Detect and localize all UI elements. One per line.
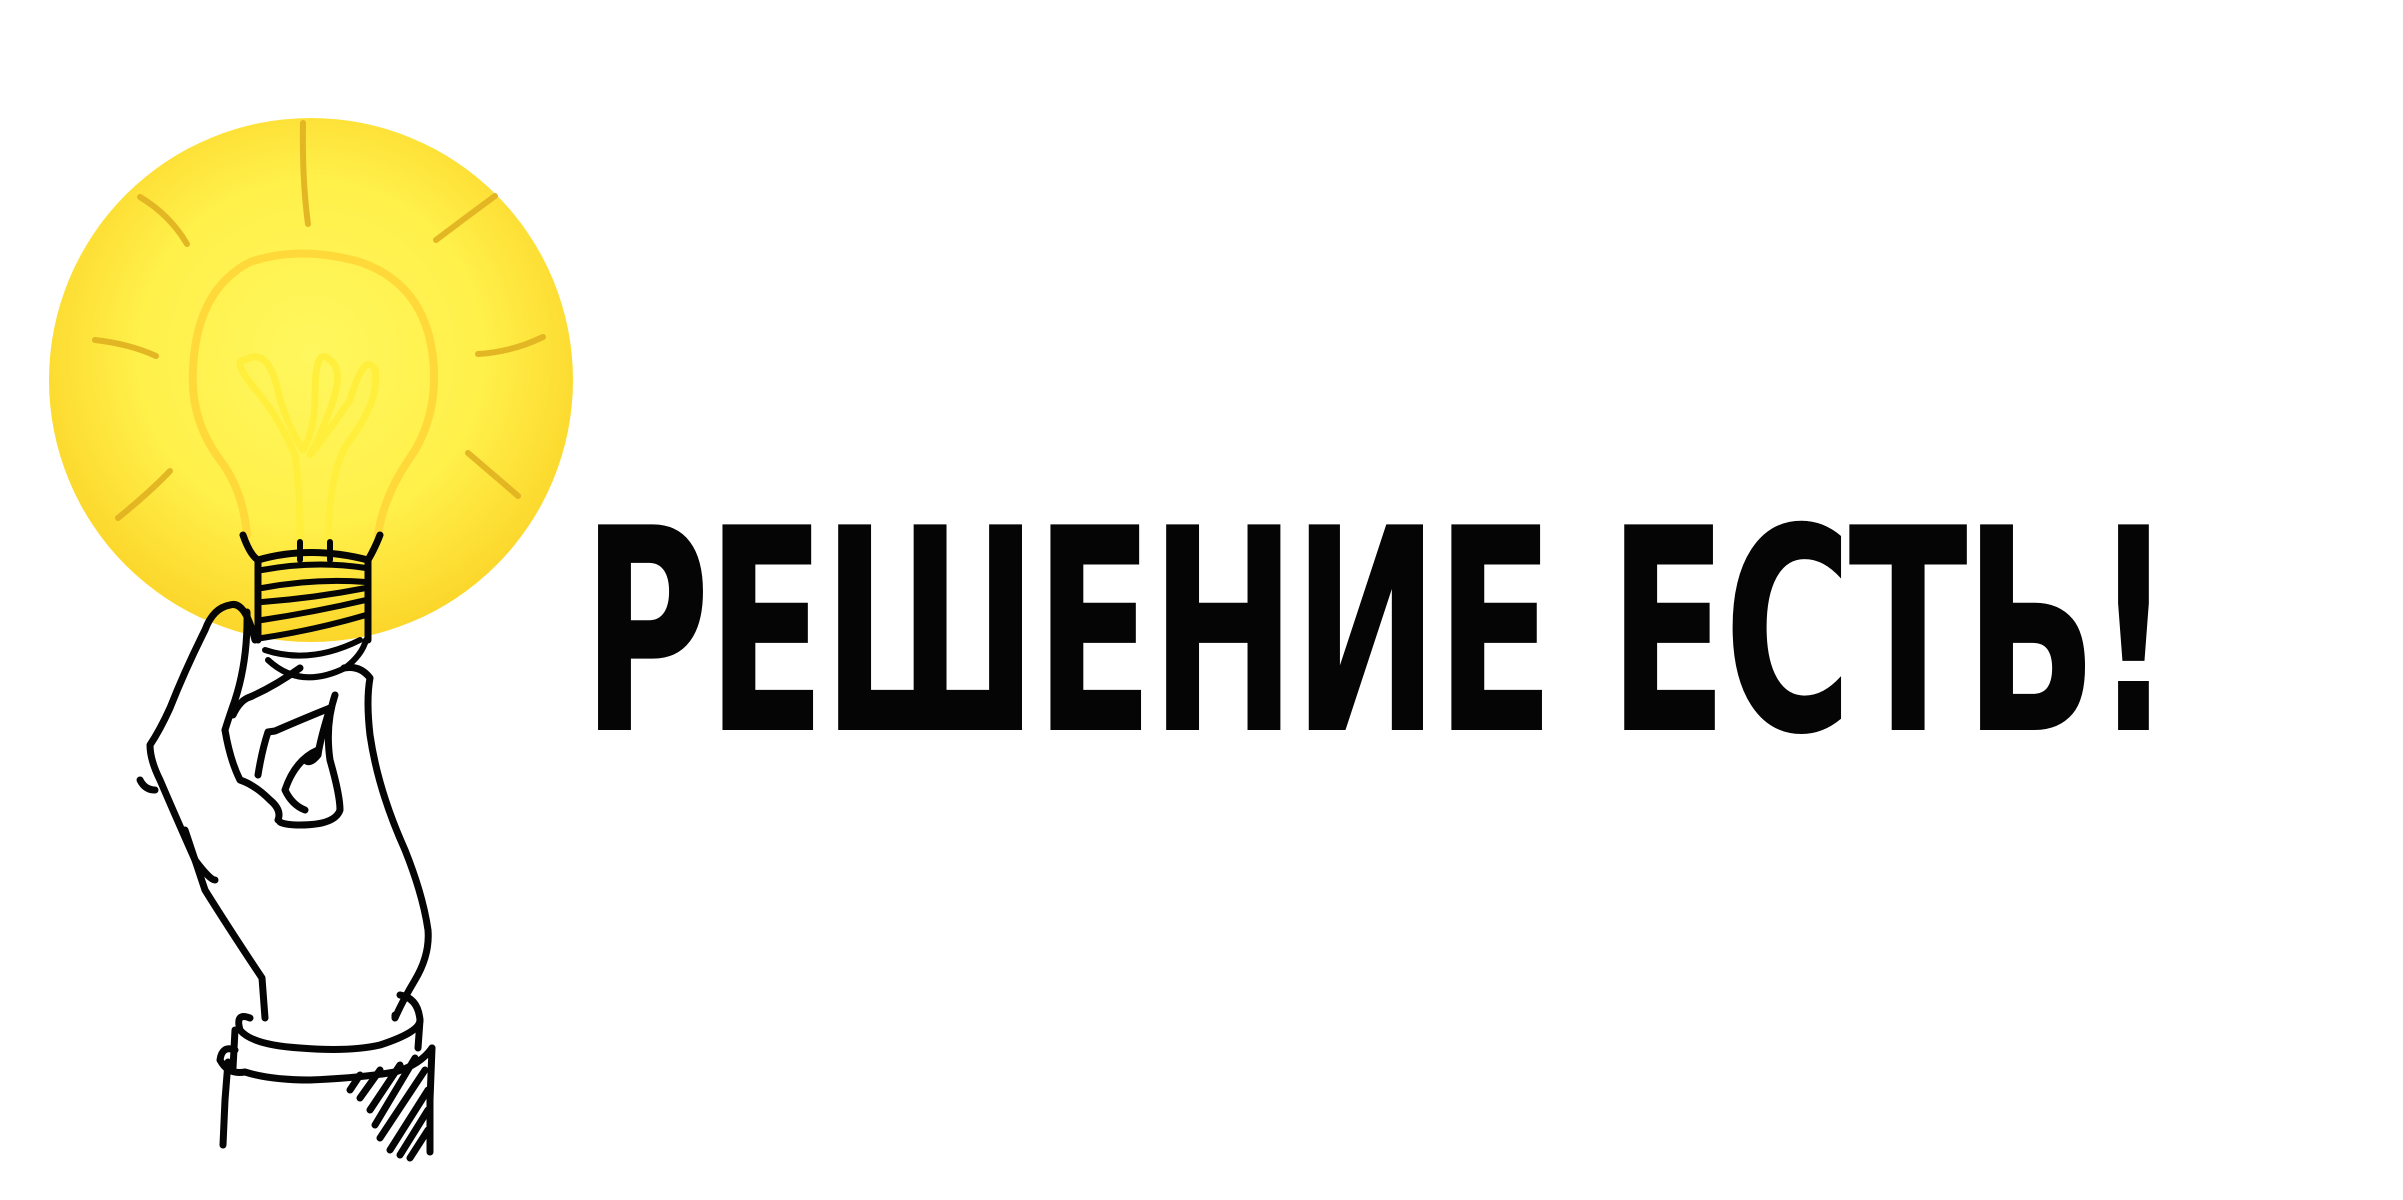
light-rays — [92, 120, 546, 521]
light-bulb-illustration — [49, 118, 573, 1162]
light-bulb-icon — [188, 249, 439, 681]
glow-circle — [49, 118, 573, 642]
hand-icon — [136, 600, 436, 1162]
headline-text: РЕШЕНИЕ ЕСТЬ! — [582, 468, 2173, 797]
